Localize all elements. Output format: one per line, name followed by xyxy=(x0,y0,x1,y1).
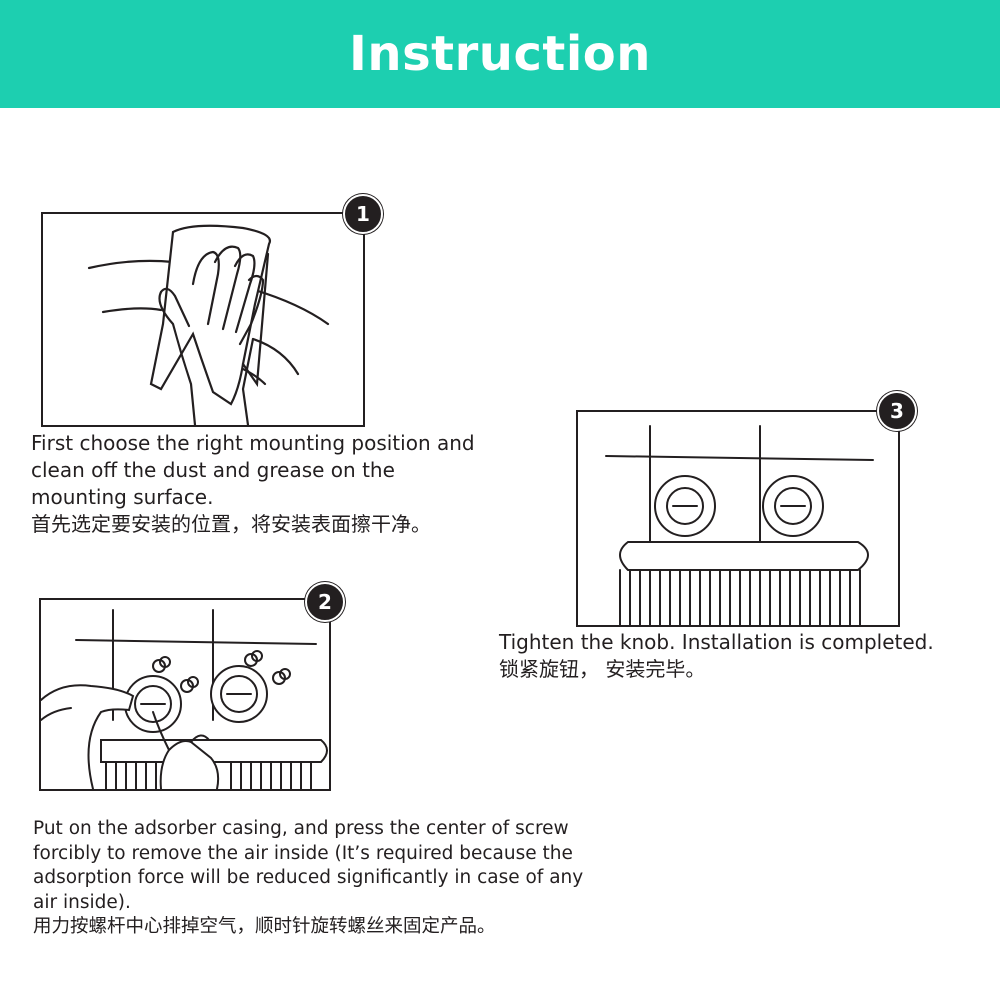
step-2-text-en: Put on the adsorber casing, and press th… xyxy=(33,818,584,913)
header-banner: Instruction xyxy=(0,0,1000,108)
step-3-description: Tighten the knob. Installation is comple… xyxy=(499,629,989,683)
step-3-number-badge: 3 xyxy=(877,391,917,431)
step-1-number-badge: 1 xyxy=(343,194,383,234)
step-1-description: First choose the right mounting position… xyxy=(31,430,481,538)
step-1-illustration xyxy=(41,212,365,427)
step-1-text-en: First choose the right mounting position… xyxy=(31,431,475,509)
tightened-knobs-icon xyxy=(605,425,874,625)
step-2-text-zh: 用力按螺杆中心排掉空气，顺时针旋转螺丝来固定产品。 xyxy=(33,916,496,937)
wiping-hand-icon xyxy=(87,224,330,425)
press-casing-icon xyxy=(41,609,328,789)
step-3-illustration xyxy=(576,410,900,627)
step-1-text-zh: 首先选定要安装的位置，将安装表面擦干净。 xyxy=(31,512,431,536)
step-2-description: Put on the adsorber casing, and press th… xyxy=(33,817,613,940)
page-title: Instruction xyxy=(349,26,651,82)
step-3-text-en: Tighten the knob. Installation is comple… xyxy=(499,630,934,654)
step-2-number-badge: 2 xyxy=(305,582,345,622)
step-2-illustration xyxy=(39,598,331,791)
step-3-text-zh: 锁紧旋钮， 安装完毕。 xyxy=(499,657,706,681)
